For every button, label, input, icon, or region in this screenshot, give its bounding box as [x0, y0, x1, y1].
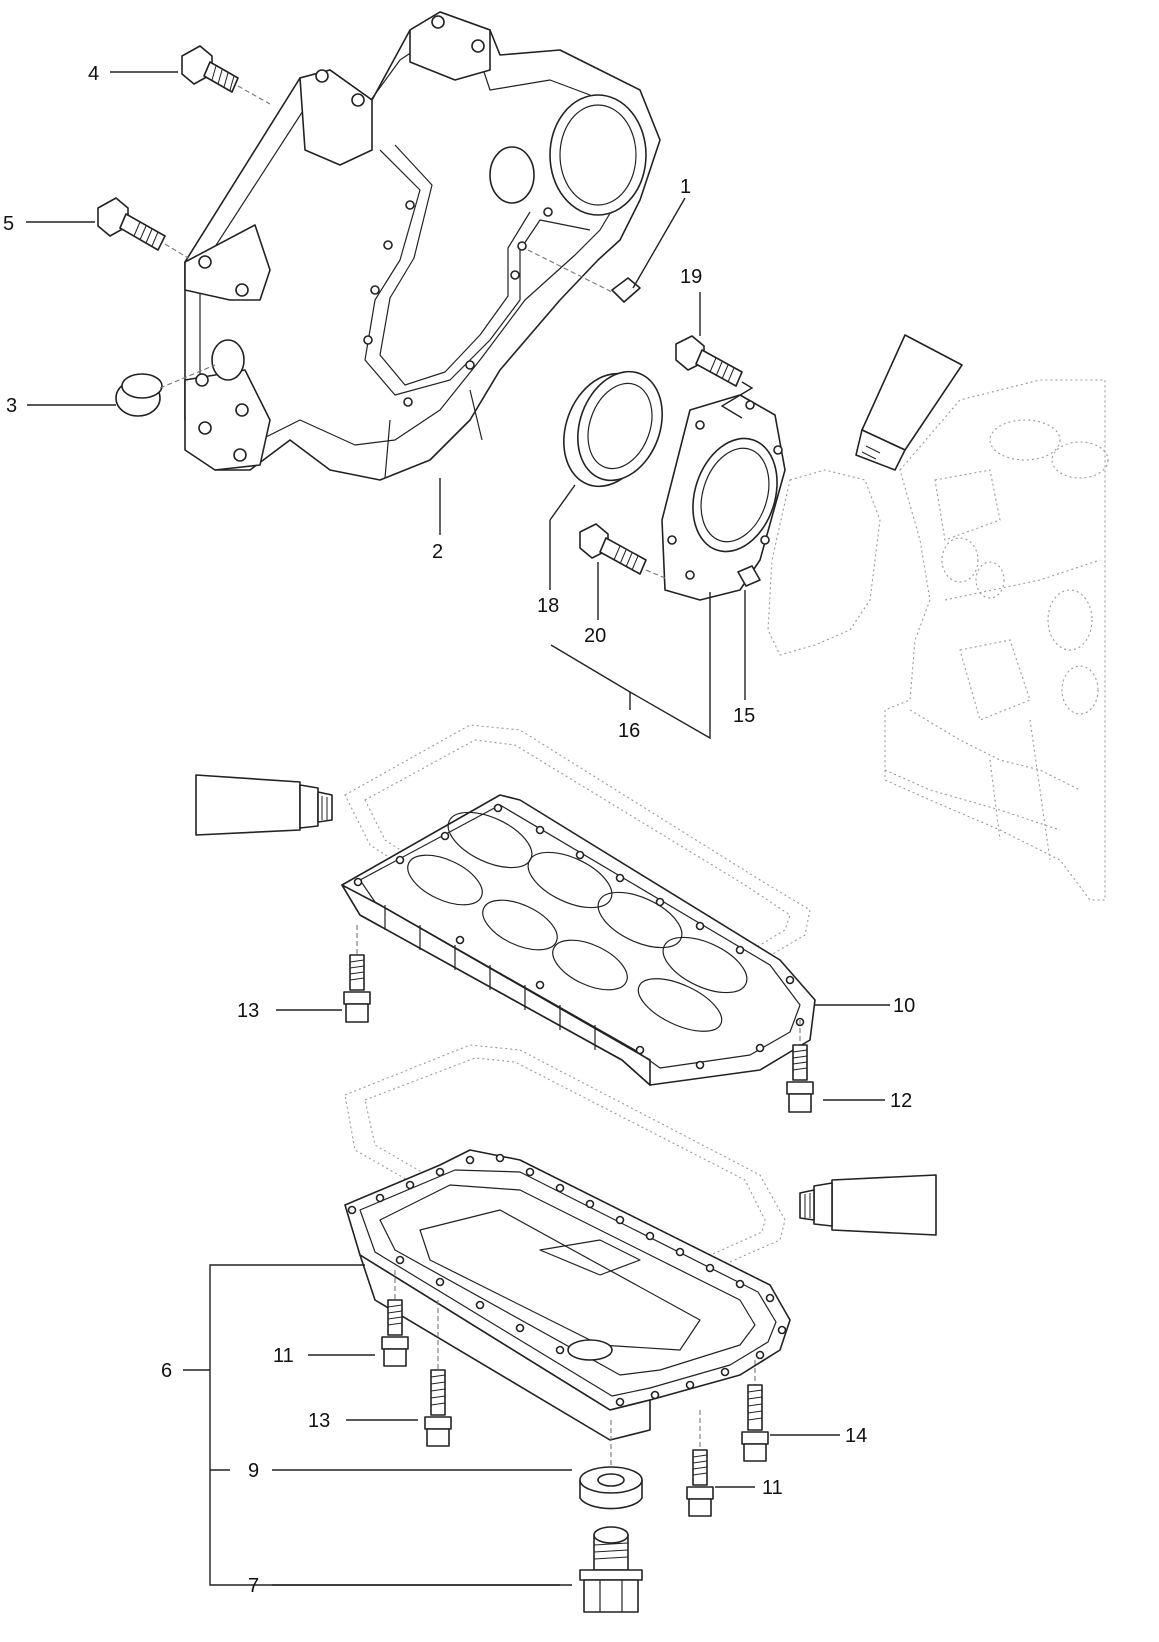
flywheel-housing: [184, 11, 661, 481]
callout-11-left: 11: [273, 1345, 294, 1367]
callout-12: 12: [890, 1090, 912, 1112]
sealant-tube-lower: [799, 1174, 937, 1236]
callout-3: 3: [6, 395, 17, 417]
callout-20: 20: [584, 625, 606, 647]
callout-13-upper: 13: [237, 1000, 259, 1022]
retainer-gasket-outline: [767, 469, 881, 656]
callout-13-lower: 13: [308, 1410, 330, 1432]
callout-5: 5: [3, 213, 14, 235]
sealant-tube-upper: [855, 334, 963, 471]
bolt-20: [579, 523, 666, 579]
bolt-11-left: [381, 1270, 409, 1367]
seal-retainer-16: [661, 394, 786, 601]
callout-18: 18: [537, 595, 559, 617]
callout-16: 16: [618, 720, 640, 742]
callout-7: 7: [248, 1575, 259, 1597]
bolt-13-upper: [343, 925, 371, 1023]
callout-4: 4: [88, 63, 99, 85]
engine-block-outline: [884, 379, 1109, 901]
plug-3: [115, 364, 216, 417]
gasket-outline-upper: [344, 724, 811, 1011]
callout-1: 1: [680, 176, 691, 198]
callout-9: 9: [248, 1460, 259, 1482]
washer-9: [579, 1420, 643, 1510]
callout-11-right: 11: [762, 1477, 783, 1499]
callout-15: 15: [733, 705, 755, 727]
bolt-14: [741, 1360, 769, 1462]
leader-lines: [26, 71, 890, 1586]
bolt-19: [675, 335, 754, 419]
bolt-5: [97, 197, 189, 259]
callout-14: 14: [845, 1425, 867, 1447]
callout-19: 19: [680, 266, 702, 288]
bolt-11-right: [686, 1410, 714, 1517]
ladder-frame-10: [341, 794, 816, 1086]
bolt-12: [786, 1020, 814, 1113]
callout-6: 6: [161, 1360, 172, 1382]
oil-seal-18: [563, 370, 663, 488]
bolt-4: [181, 45, 271, 105]
bolt-13-lower: [424, 1300, 452, 1447]
callout-2: 2: [432, 541, 443, 563]
sealant-tube-left: [195, 774, 333, 836]
dowel-pin-1: [527, 249, 641, 303]
dowel-pin-15: [737, 565, 761, 587]
drain-plug-7: [579, 1526, 643, 1613]
oil-pan-6: [344, 1149, 791, 1441]
callout-10: 10: [893, 995, 915, 1017]
